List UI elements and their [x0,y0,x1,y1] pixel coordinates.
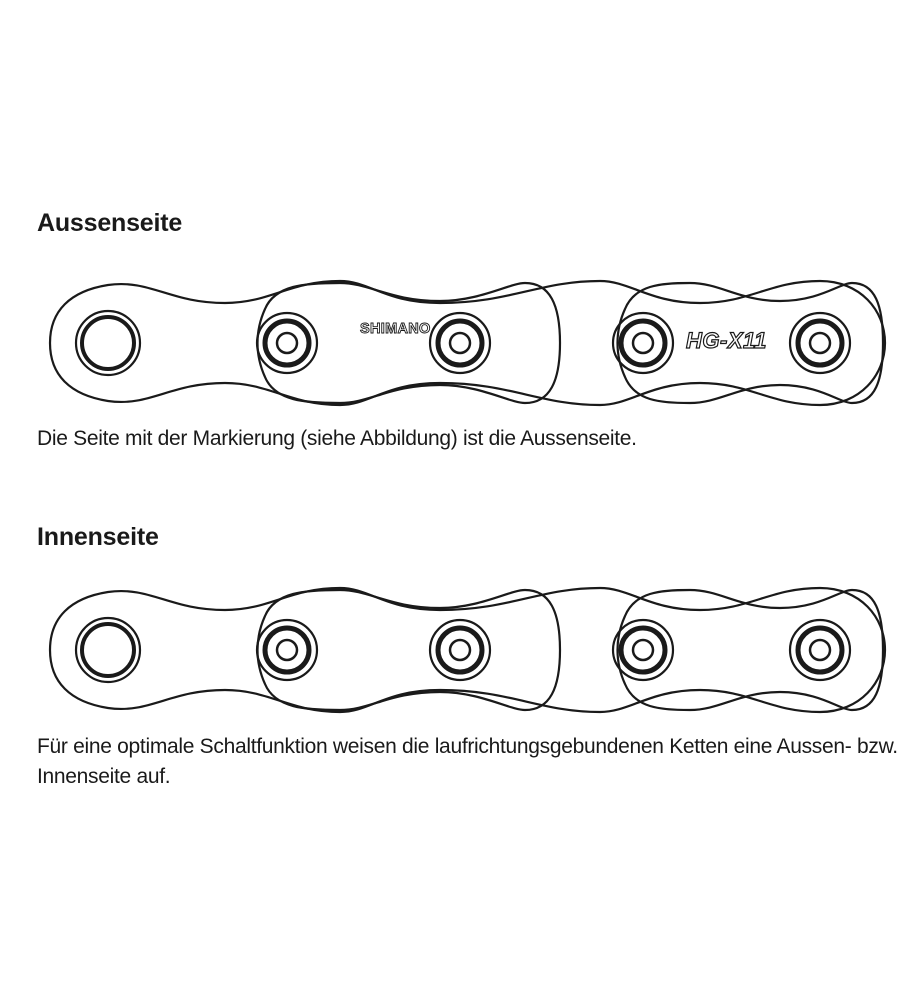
chain-diagram-outer-side: SHIMANO HG-X11 [40,275,892,411]
pin-3-inner [428,618,492,682]
chain-outer-svg: SHIMANO HG-X11 [48,279,887,407]
outer-side-caption: Die Seite mit der Markierung (siehe Abbi… [37,427,637,450]
pin-1-inner [74,616,142,684]
pin-5-outer [788,311,852,375]
pin-3-outer [428,311,492,375]
pin-2-outer [255,311,319,375]
hg-x11-marking: HG-X11 [686,328,767,353]
chain-inner-svg [48,586,887,714]
shimano-marking: SHIMANO [360,321,431,337]
inner-side-caption: Für eine optimale Schaltfunktion weisen … [37,735,898,788]
pin-2-inner [255,618,319,682]
chain-pins-outer [74,309,852,377]
inner-side-heading: Innenseite [37,523,159,551]
chain-diagram-inner-side [40,582,892,718]
pin-4-outer [611,311,675,375]
chain-pins-inner [74,616,852,684]
pin-5-inner [788,618,852,682]
pin-4-inner [611,618,675,682]
pin-1-outer [74,309,142,377]
outer-side-heading: Aussenseite [37,209,183,237]
chain-outline-outer [48,279,887,407]
chain-outline-inner [48,586,887,714]
